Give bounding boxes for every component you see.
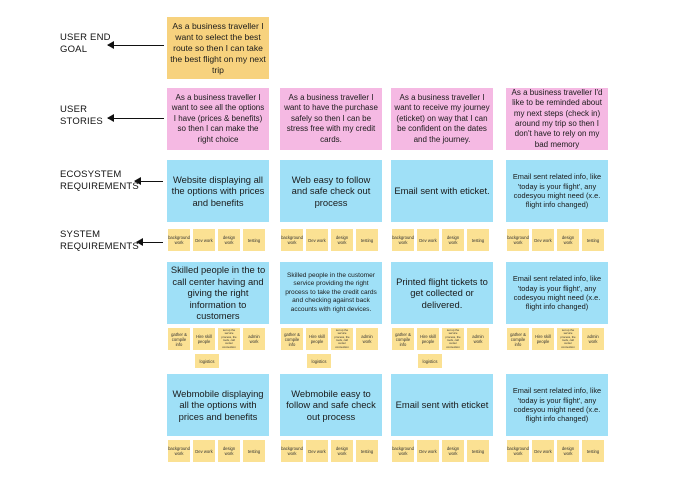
task-note: Dev work [193,229,215,251]
task-note: testing [467,229,489,251]
task-note: admin work [467,328,489,350]
user-story-note: As a business traveller I want to receiv… [391,88,493,150]
task-note: design work [442,440,464,462]
task-note: logistics [418,354,442,368]
task-note: set up the service process, the tools, c… [557,328,579,350]
user-end-goal-note: As a business traveller I want to select… [167,17,269,79]
row-label-system: SYSTEM REQUIREMENTS [60,229,139,252]
ecosystem-note: Skilled people in the to call center hav… [167,262,269,324]
row-label-user-end-goal: USER END GOAL [60,32,111,55]
user-story-note: As a business traveller I want to have t… [280,88,382,150]
task-note: background work [168,229,190,251]
task-note: admin work [243,328,265,350]
task-note: testing [582,440,604,462]
task-note: background work [392,440,414,462]
task-note: testing [356,440,378,462]
ecosystem-note: Skilled people in the customer service p… [280,262,382,324]
task-note: set up the service process, the tools, c… [442,328,464,350]
task-note: testing [582,229,604,251]
task-note: logistics [195,354,219,368]
arrow-system [136,238,163,246]
ecosystem-note: Email sent related info, like 'today is … [506,374,608,436]
task-note: design work [442,229,464,251]
task-note: Dev work [306,229,328,251]
task-note: gather & compile info [392,328,414,350]
ecosystem-note: Email sent related info, like 'today is … [506,262,608,324]
task-note: gather & compile info [281,328,303,350]
task-note: design work [331,229,353,251]
task-note: background work [168,440,190,462]
user-story-note: As a business traveller I want to see al… [167,88,269,150]
task-note: Hire skill people [532,328,554,350]
task-note: Dev work [417,440,439,462]
arrow-ecosystem [134,177,163,185]
task-note: admin work [582,328,604,350]
task-note: design work [218,229,240,251]
task-note: design work [557,440,579,462]
task-note: Hire skill people [193,328,215,350]
task-note: design work [331,440,353,462]
ecosystem-note: Website displaying all the options with … [167,160,269,222]
task-note: set up the service process, the tools, c… [331,328,353,350]
row-label-user-stories: USER STORIES [60,104,103,127]
task-note: admin work [356,328,378,350]
task-note: testing [356,229,378,251]
task-note: set up the service process, the tools, c… [218,328,240,350]
ecosystem-note: Email sent with eticket [391,374,493,436]
task-note: Dev work [417,229,439,251]
row-label-ecosystem: ECOSYSTEM REQUIREMENTS [60,169,139,192]
task-note: testing [243,229,265,251]
arrow-goal [107,41,164,49]
task-note: background work [281,440,303,462]
task-note: background work [507,440,529,462]
task-note: gather & compile info [168,328,190,350]
task-note: design work [557,229,579,251]
task-note: Dev work [193,440,215,462]
user-story-note: As a business traveller I'd like to be r… [506,88,608,150]
ecosystem-note: Web easy to follow and safe check out pr… [280,160,382,222]
ecosystem-note: Webmobile displaying all the options wit… [167,374,269,436]
ecosystem-note: Printed flight tickets to get collected … [391,262,493,324]
task-note: Hire skill people [306,328,328,350]
task-note: Dev work [532,440,554,462]
task-note: testing [467,440,489,462]
ecosystem-note: Email sent with eticket. [391,160,493,222]
task-note: Dev work [306,440,328,462]
arrow-stories [107,114,164,122]
task-note: background work [281,229,303,251]
ecosystem-note: Webmobile easy to follow and safe check … [280,374,382,436]
task-note: gather & compile info [507,328,529,350]
ecosystem-note: Email sent related info, like 'today is … [506,160,608,222]
task-note: design work [218,440,240,462]
task-note: Dev work [532,229,554,251]
task-note: logistics [307,354,331,368]
task-note: background work [392,229,414,251]
task-note: background work [507,229,529,251]
task-note: Hire skill people [417,328,439,350]
task-note: testing [243,440,265,462]
